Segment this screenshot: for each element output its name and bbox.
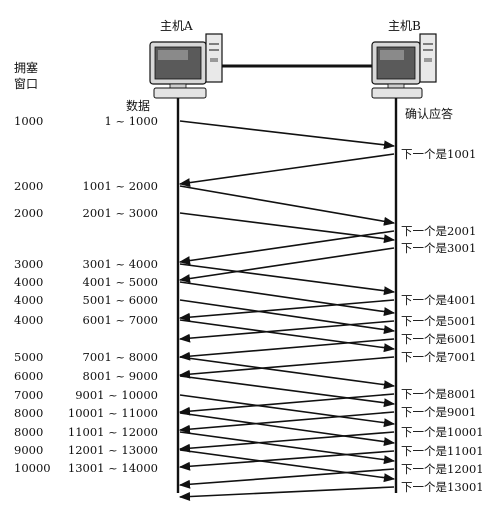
window-size-label: 4000 [14, 313, 43, 327]
window-header-line1: 拥塞 [14, 60, 38, 75]
ack-arrow [178, 247, 395, 283]
ack-label: 下一个是2001 [401, 224, 476, 238]
data-range-label: 7001 ~ 8000 [83, 350, 158, 364]
ack-arrow [178, 299, 395, 322]
ack-arrow [178, 320, 395, 343]
data-segment-arrow [179, 449, 396, 483]
window-header-line2: 窗口 [14, 77, 38, 91]
ack-label: 下一个是11001 [401, 444, 484, 458]
ack-header: 确认应答 [405, 106, 453, 121]
data-range-label: 4001 ~ 5000 [83, 275, 158, 289]
host-a-label: 主机A [160, 19, 193, 33]
ack-arrow [178, 431, 395, 453]
ack-arrow [178, 450, 395, 471]
ack-label: 下一个是9001 [401, 405, 476, 419]
ack-label: 下一个是6001 [401, 332, 476, 346]
host-a-computer-icon [149, 33, 223, 99]
ack-label: 下一个是8001 [401, 387, 476, 401]
ack-label: 下一个是3001 [401, 241, 476, 255]
window-size-label: 10000 [14, 461, 51, 475]
data-segment-arrow [179, 120, 396, 150]
window-size-label: 4000 [14, 275, 43, 289]
ack-label: 下一个是10001 [401, 425, 484, 439]
ack-label: 下一个是4001 [401, 293, 476, 307]
data-range-label: 2001 ~ 3000 [83, 206, 158, 220]
window-size-label: 2000 [14, 206, 43, 220]
data-range-label: 1001 ~ 2000 [83, 179, 158, 193]
data-segment-arrow [179, 394, 396, 428]
data-segment-arrow [179, 299, 396, 334]
data-segment-arrow [179, 431, 396, 465]
ack-arrow [178, 230, 395, 265]
ack-arrow [178, 411, 395, 434]
data-range-label: 5001 ~ 6000 [83, 293, 158, 307]
ack-label: 下一个是5001 [401, 314, 476, 328]
window-size-label: 4000 [14, 293, 43, 307]
window-size-label: 7000 [14, 388, 43, 402]
window-size-label: 8000 [14, 406, 43, 420]
ack-label: 下一个是12001 [401, 462, 484, 476]
host-b-computer-icon [371, 33, 437, 99]
data-range-label: 11001 ~ 12000 [68, 425, 158, 439]
data-segment-arrow [179, 375, 396, 408]
data-range-label: 3001 ~ 4000 [83, 257, 158, 271]
window-size-label: 2000 [14, 179, 43, 193]
ack-arrow [178, 468, 395, 489]
data-range-label: 9001 ~ 10000 [75, 388, 158, 402]
data-range-label: 10001 ~ 11000 [68, 406, 158, 420]
data-range-label: 1 ~ 1000 [104, 114, 158, 128]
data-range-label: 8001 ~ 9000 [83, 369, 158, 383]
data-segment-arrow [179, 263, 396, 296]
ack-label: 下一个是13001 [401, 480, 484, 494]
data-segment-arrow [179, 319, 396, 353]
window-size-label: 8000 [14, 425, 43, 439]
data-header: 数据 [126, 98, 150, 113]
data-range-label: 6001 ~ 7000 [83, 313, 158, 327]
window-size-label: 6000 [14, 369, 43, 383]
window-size-label: 5000 [14, 350, 43, 364]
ack-label: 下一个是1001 [401, 147, 476, 161]
data-range-label: 13001 ~ 14000 [68, 461, 158, 475]
host-b-label: 主机B [388, 19, 421, 33]
window-size-label: 9000 [14, 443, 43, 457]
ack-arrow [178, 486, 395, 502]
data-segment-arrow [179, 356, 396, 390]
data-segment-arrow [179, 185, 396, 226]
ack-label: 下一个是7001 [401, 350, 476, 364]
ack-arrow [178, 356, 395, 379]
ack-arrow [178, 338, 395, 361]
ack-arrow [178, 153, 395, 188]
data-segment-arrow [179, 412, 396, 447]
window-size-label: 1000 [14, 114, 43, 128]
ack-arrow [178, 393, 395, 416]
data-range-label: 12001 ~ 13000 [68, 443, 158, 457]
data-segment-arrow [179, 281, 396, 316]
window-size-label: 3000 [14, 257, 43, 271]
